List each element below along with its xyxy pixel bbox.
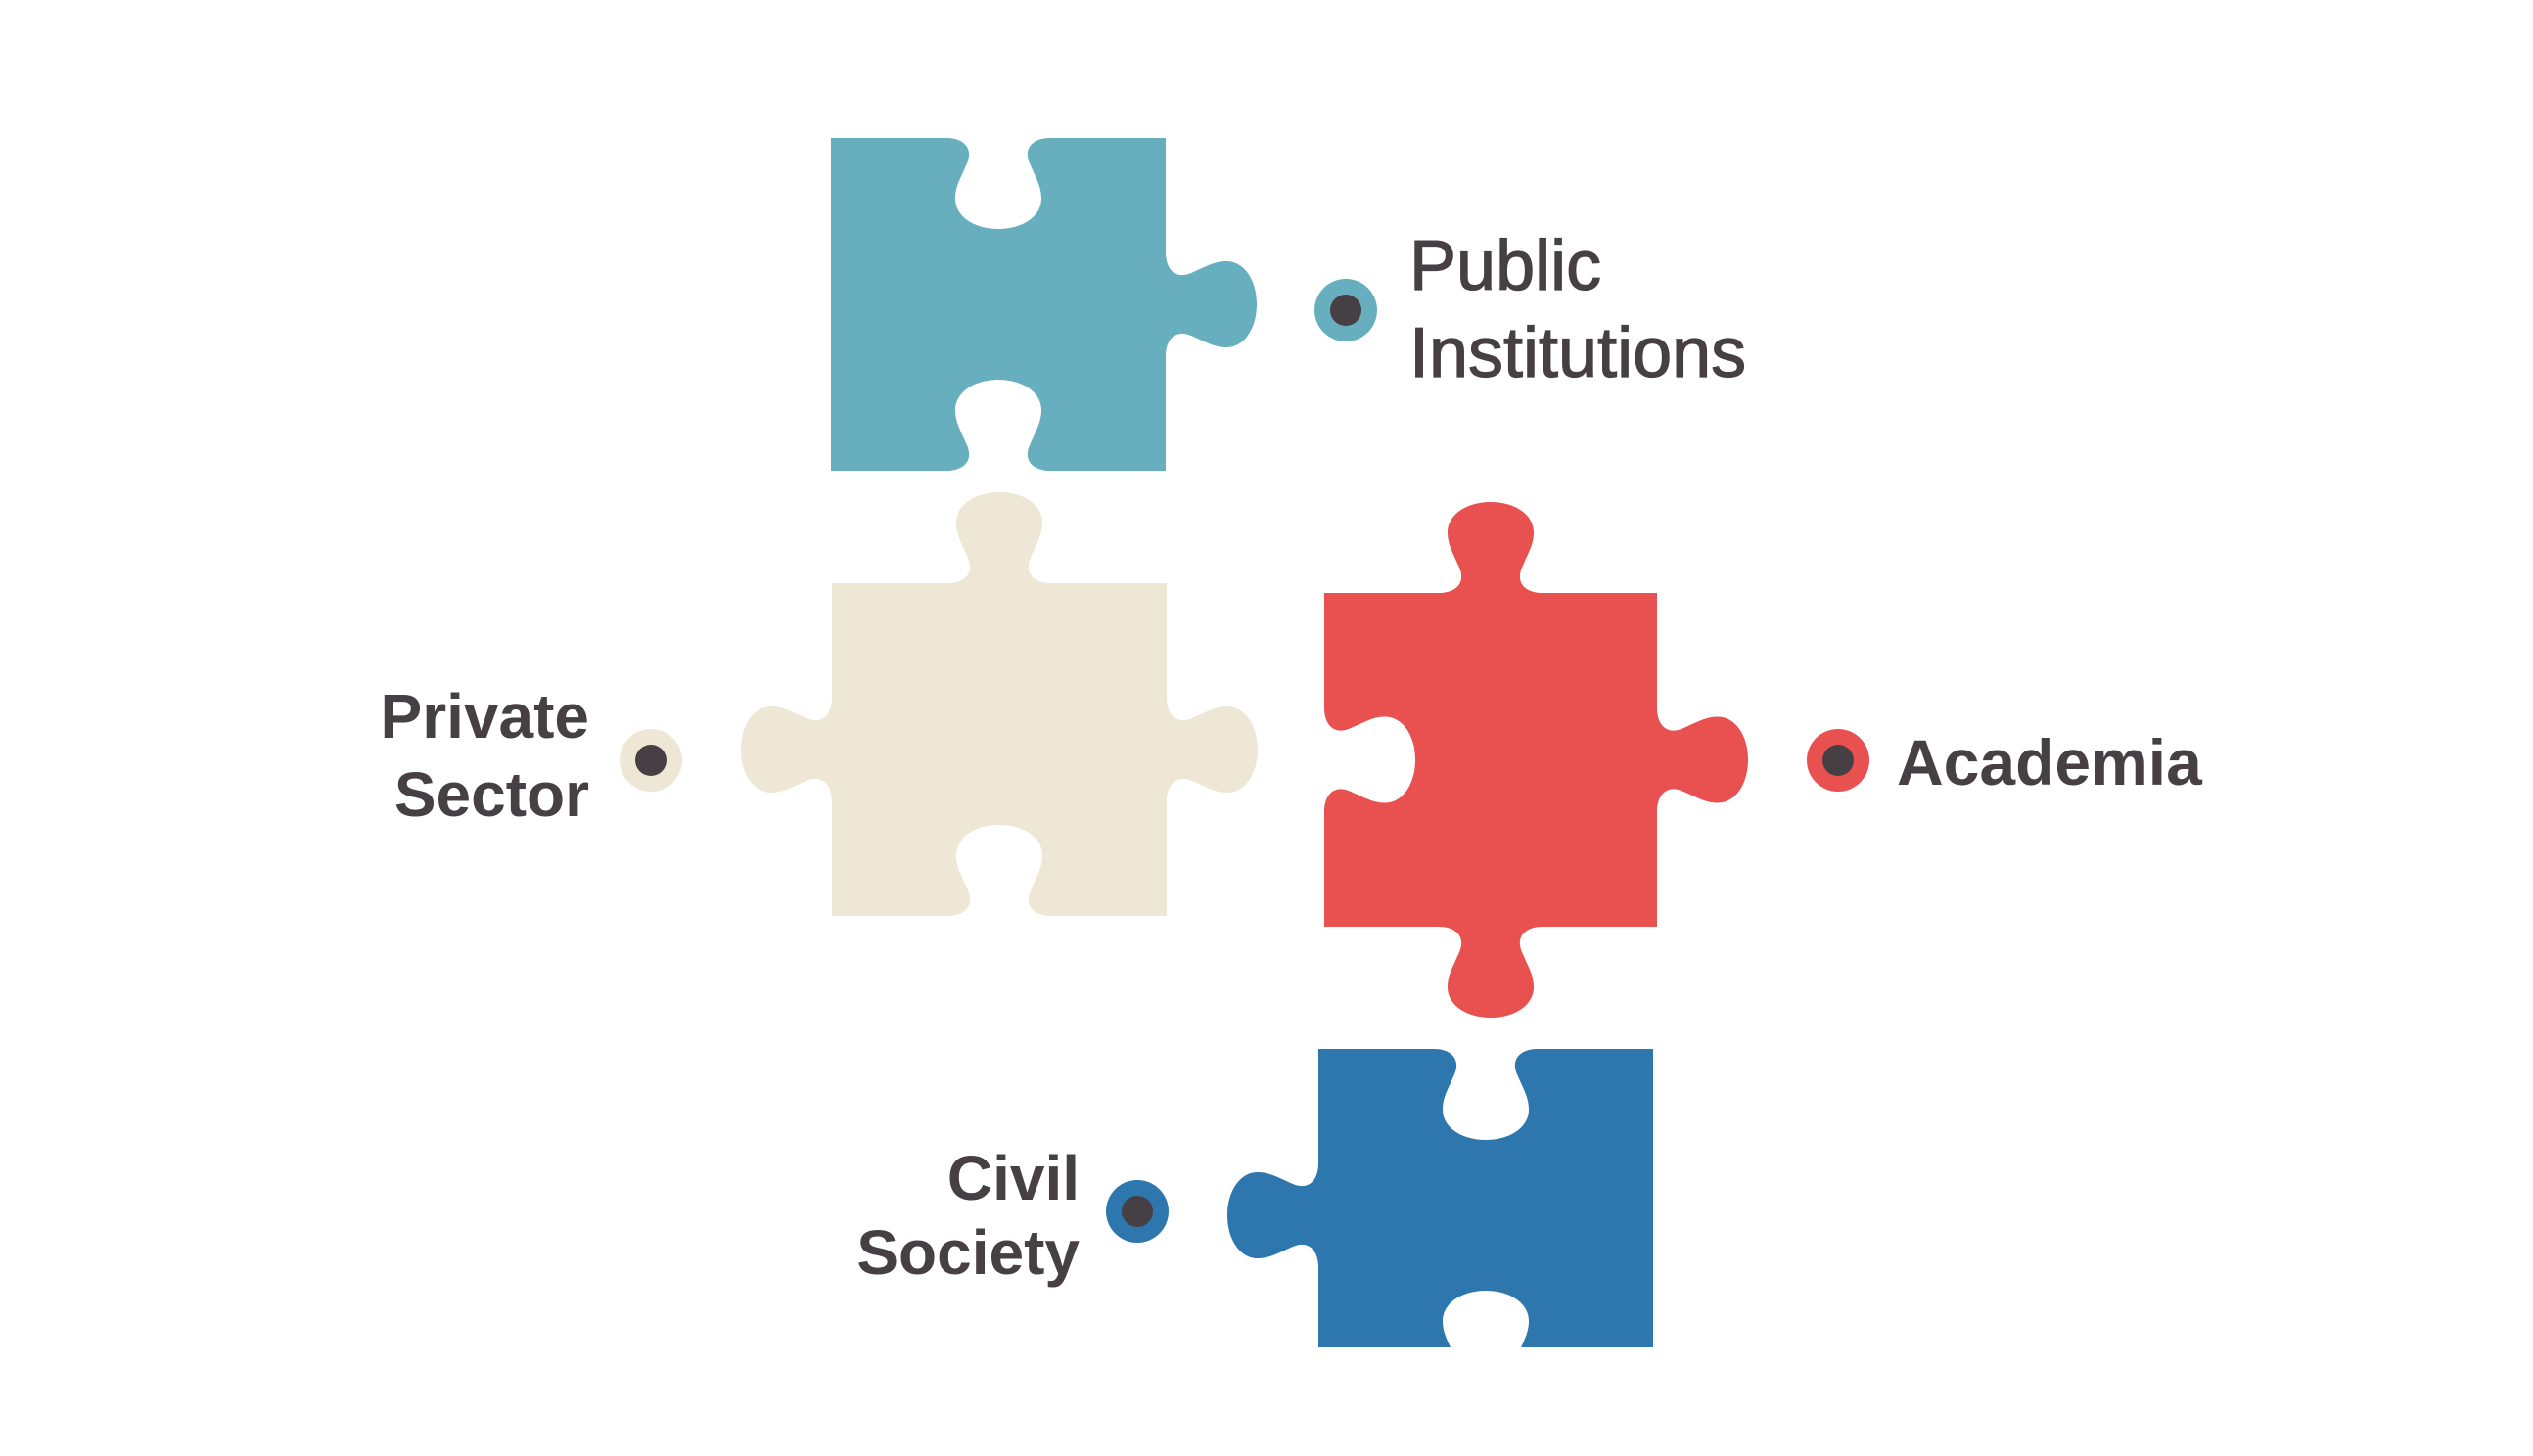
label-line: Civil bbox=[946, 1143, 1080, 1213]
marker-dot-core bbox=[1122, 1196, 1153, 1227]
marker-dot-public-institutions bbox=[1314, 279, 1377, 341]
marker-dot-civil-society bbox=[1106, 1180, 1169, 1243]
label-public-institutions: Public Institutions bbox=[1408, 227, 1747, 405]
marker-dot-academia bbox=[1807, 729, 1869, 792]
marker-dot-core bbox=[635, 745, 667, 776]
label-academia: Academia bbox=[1897, 730, 2202, 795]
label-civil-society: Civil Society bbox=[856, 1147, 1080, 1296]
label-line: Academia bbox=[1897, 726, 2202, 798]
puzzle-piece-civil-society bbox=[1227, 1049, 1653, 1347]
label-line: Private bbox=[380, 681, 589, 751]
label-private-sector: Private Sector bbox=[381, 685, 589, 842]
label-line: Society bbox=[856, 1217, 1080, 1288]
label-line: Public bbox=[1408, 227, 1602, 305]
label-line: Sector bbox=[393, 759, 589, 830]
marker-dot-core bbox=[1822, 745, 1854, 776]
label-line: Institutions bbox=[1408, 314, 1747, 392]
puzzle-piece-private-sector bbox=[741, 492, 1258, 916]
marker-dot-private-sector bbox=[620, 729, 682, 792]
puzzle-piece-public-institutions bbox=[831, 138, 1257, 471]
marker-dot-core bbox=[1330, 295, 1361, 326]
puzzle-piece-academia bbox=[1324, 502, 1748, 1018]
